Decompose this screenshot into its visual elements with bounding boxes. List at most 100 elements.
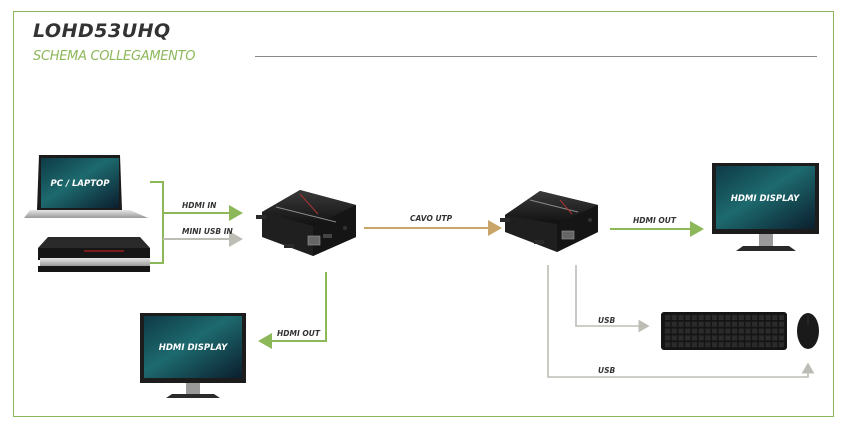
keyboard-key <box>772 328 778 334</box>
keyboard-key <box>705 335 711 341</box>
keyboard-key <box>738 328 744 334</box>
usb-mouse-label: USB <box>598 366 615 375</box>
keyboard-key <box>705 315 711 320</box>
keyboard-key <box>772 321 778 327</box>
keyboard-key <box>738 321 744 327</box>
product-title: LOHD53UHQ <box>33 20 171 42</box>
keyboard-key <box>765 321 771 327</box>
keyboard-key <box>711 335 718 341</box>
keyboard-key <box>778 315 785 320</box>
keyboard-key <box>665 321 671 327</box>
keyboard-key <box>738 315 744 320</box>
keyboard-key <box>665 335 671 341</box>
keyboard-key <box>758 342 764 348</box>
hdmi-extender-receiver-icon <box>500 191 598 252</box>
keyboard-key <box>772 315 778 320</box>
hdmi-in-label: HDMI IN <box>182 201 217 210</box>
hdmi-out-right-label: HDMI OUT <box>633 216 677 225</box>
keyboard-key <box>765 342 771 348</box>
hdmi-out-left-arrow <box>258 272 327 349</box>
keyboard-key <box>752 315 758 320</box>
keyboard-key <box>685 315 691 320</box>
diagram-subtitle: SCHEMA COLLEGAMENTO <box>33 49 196 64</box>
keyboard-key <box>678 342 684 348</box>
keyboard-icon <box>661 312 787 350</box>
keyboard-key <box>758 321 764 327</box>
keyboard-key <box>732 342 738 348</box>
keyboard-key <box>705 342 711 348</box>
keyboard-key <box>665 342 671 348</box>
header-divider <box>255 56 817 57</box>
keyboard-key <box>698 328 704 334</box>
usb-mouse-arrow <box>547 265 815 378</box>
keyboard-key <box>705 321 711 327</box>
keyboard-key <box>705 328 711 334</box>
keyboard-key <box>718 342 724 348</box>
keyboard-key <box>665 315 671 320</box>
usb-keyboard-arrow <box>575 265 650 333</box>
keyboard-key <box>725 335 731 341</box>
keyboard-key <box>671 321 677 327</box>
keyboard-key <box>711 328 718 334</box>
keyboard-key <box>698 321 704 327</box>
hdmi-out-left-label: HDMI OUT <box>277 329 321 338</box>
keyboard-key <box>671 328 677 334</box>
keyboard-key <box>671 335 677 341</box>
keyboard-key <box>745 328 751 334</box>
left-display-screen-label: HDMI DISPLAY <box>159 343 228 353</box>
input-bracket <box>150 181 164 264</box>
keyboard-key <box>698 335 704 341</box>
keyboard-key <box>711 315 718 320</box>
hdmi-extender-transmitter-icon <box>256 190 356 256</box>
keyboard-key <box>778 321 785 327</box>
keyboard-key <box>725 342 731 348</box>
keyboard-key <box>752 335 758 341</box>
keyboard-key <box>732 321 738 327</box>
keyboard-key <box>678 315 684 320</box>
keyboard-key <box>745 321 751 327</box>
keyboard-key <box>732 315 738 320</box>
keyboard-key <box>685 328 691 334</box>
keyboard-key <box>685 321 691 327</box>
right-display-monitor-icon: HDMI DISPLAY <box>712 163 819 251</box>
keyboard-key <box>691 321 697 327</box>
keyboard-key <box>718 328 724 334</box>
keyboard-key <box>718 335 724 341</box>
keyboard-key <box>711 321 718 327</box>
keyboard-key <box>738 342 744 348</box>
keyboard-key <box>752 328 758 334</box>
keyboard-key <box>671 315 677 320</box>
keyboard-key <box>745 342 751 348</box>
keyboard-key <box>758 315 764 320</box>
keyboard-key <box>738 335 744 341</box>
diagram-frame <box>13 11 834 417</box>
keyboard-key <box>698 342 704 348</box>
keyboard-key <box>752 342 758 348</box>
keyboard-key <box>711 342 718 348</box>
keyboard-key <box>671 342 677 348</box>
keyboard-key <box>725 328 731 334</box>
keyboard-key <box>732 335 738 341</box>
keyboard-key <box>772 335 778 341</box>
keyboard-key <box>685 335 691 341</box>
usb-keyboard-label: USB <box>598 316 615 325</box>
keyboard-key <box>691 335 697 341</box>
keyboard-key <box>778 335 785 341</box>
laptop-screen-label: PC / LAPTOP <box>51 179 111 189</box>
keyboard-key <box>678 328 684 334</box>
laptop-icon: PC / LAPTOP <box>24 155 148 218</box>
keyboard-key <box>752 321 758 327</box>
keyboard-key <box>691 328 697 334</box>
media-player-icon <box>38 237 150 272</box>
keyboard-key <box>698 315 704 320</box>
keyboard-keys <box>665 315 785 348</box>
keyboard-key <box>758 328 764 334</box>
keyboard-key <box>745 335 751 341</box>
keyboard-key <box>778 328 785 334</box>
right-display-screen-label: HDMI DISPLAY <box>731 194 800 204</box>
keyboard-key <box>758 335 764 341</box>
keyboard-key <box>718 321 724 327</box>
left-display-monitor-icon: HDMI DISPLAY <box>140 313 246 398</box>
keyboard-key <box>732 328 738 334</box>
